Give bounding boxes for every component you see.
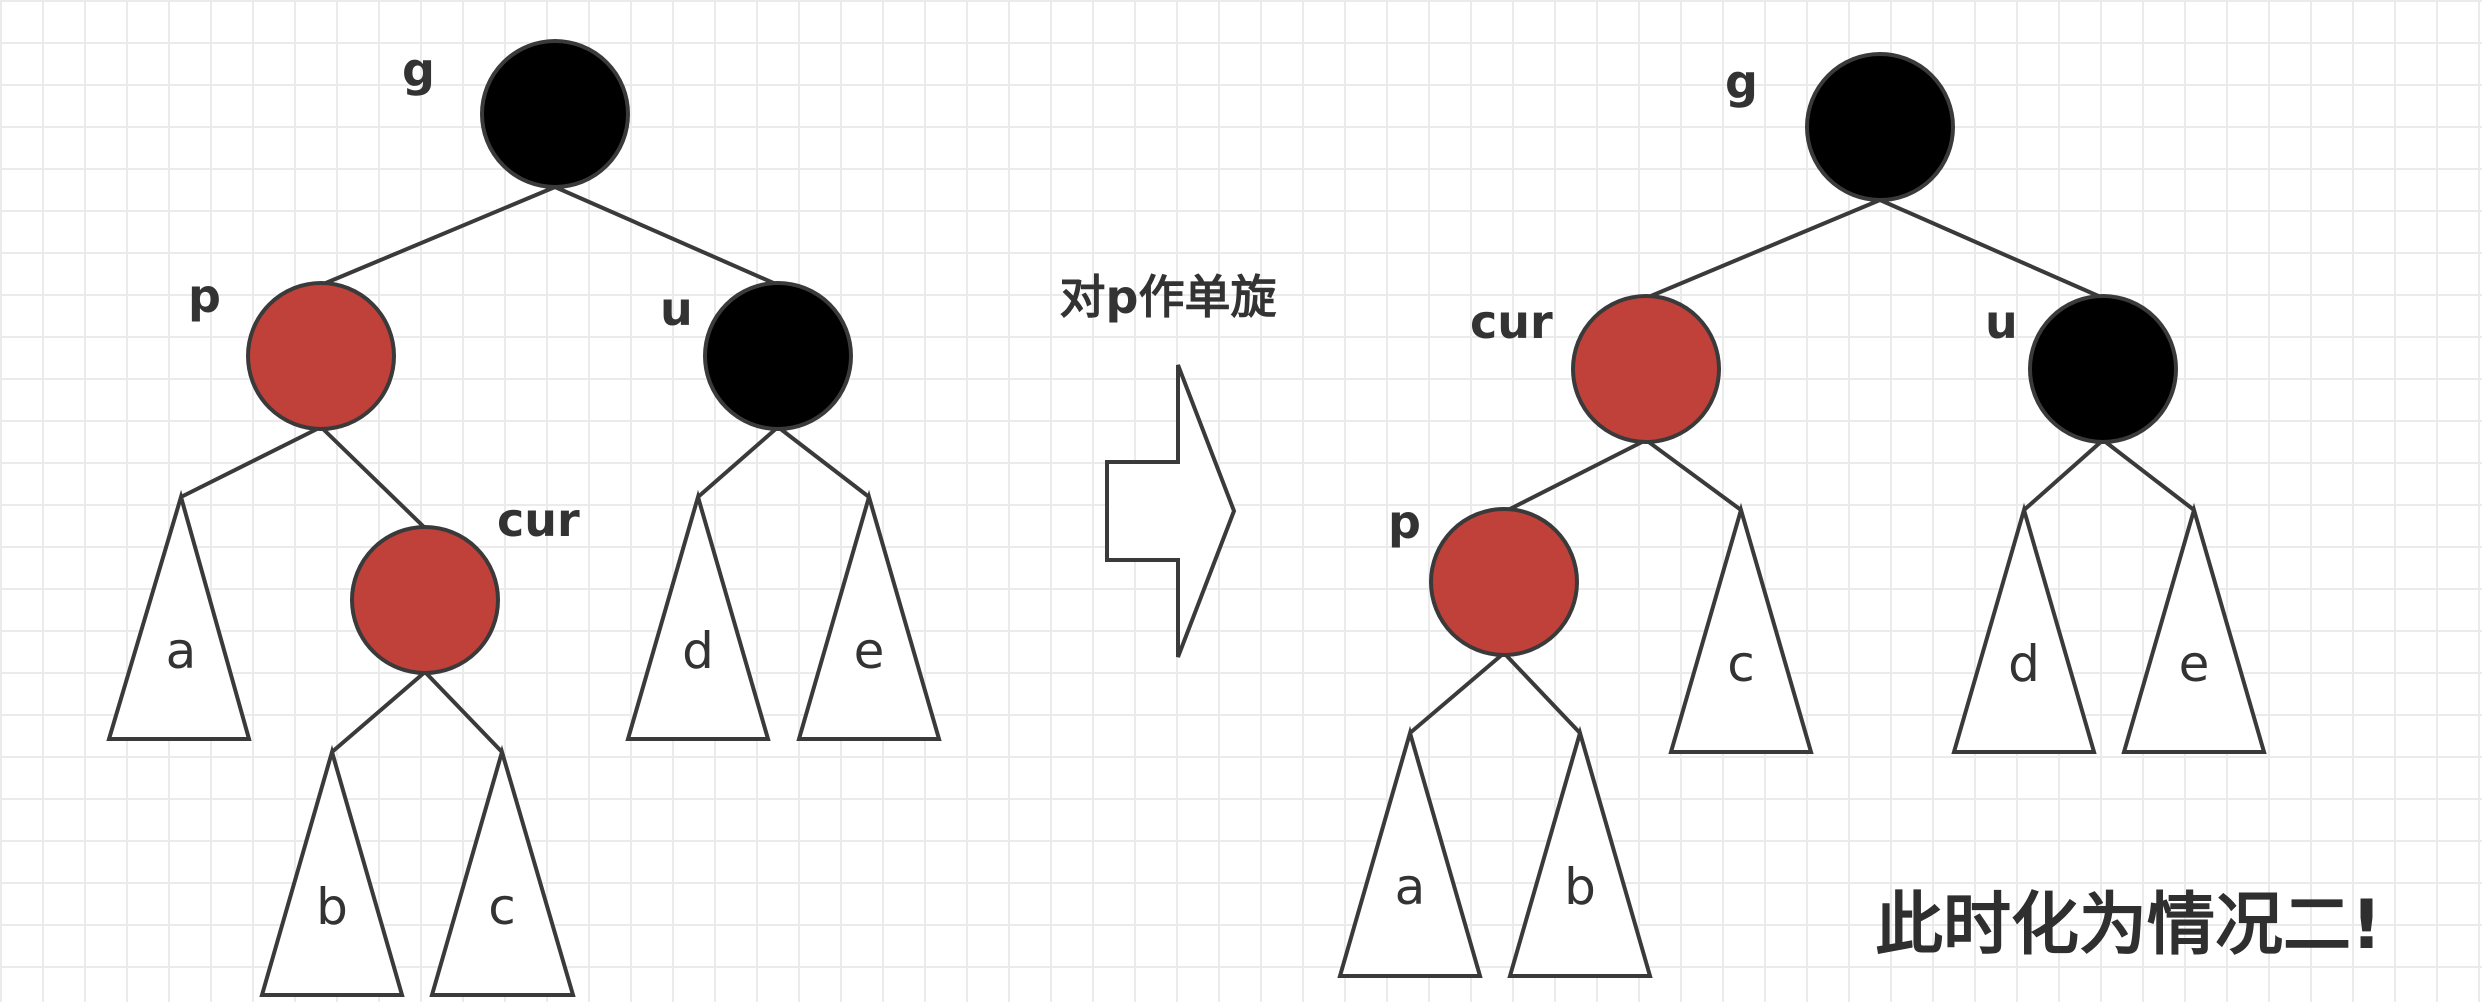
edge-u-e (776, 425, 871, 499)
tree-after: c a b d e g cur u p (1337, 52, 2267, 978)
subtree-e-label: e (2179, 635, 2210, 693)
node-u-label: u (660, 282, 693, 336)
subtree-d-label: d (682, 622, 714, 680)
subtree-d-label: d (2008, 635, 2040, 693)
subtree-a-label: a (1395, 858, 1426, 916)
node-p (1429, 507, 1579, 657)
edge-cur-b (330, 670, 427, 754)
node-g-label: g (1725, 55, 1758, 109)
subtree-e-label: e (854, 622, 885, 680)
edge-cur-p (1503, 438, 1647, 514)
subtree-e (2121, 502, 2267, 754)
edge-cur-c (423, 670, 504, 754)
subtree-d (1951, 502, 2097, 754)
edge-p-a (180, 425, 322, 499)
node-u-label: u (1985, 295, 2018, 349)
edge-p-b (1502, 651, 1582, 735)
subtree-b (1507, 725, 1653, 978)
subtree-c-label: c (1727, 635, 1755, 693)
node-cur (350, 525, 500, 675)
subtree-c-label: c (488, 878, 516, 936)
edge-g-cur (1645, 198, 1881, 300)
node-g-label: g (402, 43, 435, 97)
node-g (1805, 52, 1955, 202)
edge-g-p (320, 185, 556, 287)
subtree-e (796, 489, 942, 741)
arrow-caption: 对p作单旋 (1060, 270, 1277, 324)
right-arrow-icon (1105, 364, 1237, 658)
transform-arrow: 对p作单旋 (1060, 270, 1277, 658)
node-u (703, 281, 853, 431)
edge-u-e (2101, 438, 2196, 512)
subtree-a-label: a (166, 622, 197, 680)
edge-u-d (2022, 438, 2105, 512)
subtree-b (259, 744, 405, 997)
edge-p-a (1408, 651, 1506, 735)
edge-p-cur (319, 425, 427, 530)
subtree-b-label: b (1564, 858, 1596, 916)
node-p-label: p (1388, 495, 1421, 549)
node-cur (1571, 294, 1721, 444)
tree-before: a b c d e g p u cur (106, 39, 942, 997)
edge-g-u (554, 185, 779, 287)
subtree-c (1668, 502, 1814, 754)
conclusion-text: 此时化为情况二! (1875, 886, 2382, 965)
edge-g-u (1879, 198, 2104, 300)
node-p-label: p (188, 269, 221, 323)
edge-u-d (696, 425, 780, 499)
node-g (480, 39, 630, 189)
subtree-a (106, 489, 252, 741)
node-p (246, 281, 396, 431)
subtree-d (625, 489, 771, 741)
subtree-b-label: b (316, 878, 348, 936)
node-cur-label: cur (1470, 295, 1553, 349)
node-u (2028, 294, 2178, 444)
node-cur-label: cur (497, 493, 580, 547)
edge-cur-c (1644, 438, 1743, 512)
subtree-a (1337, 725, 1483, 978)
subtree-c (429, 744, 576, 997)
